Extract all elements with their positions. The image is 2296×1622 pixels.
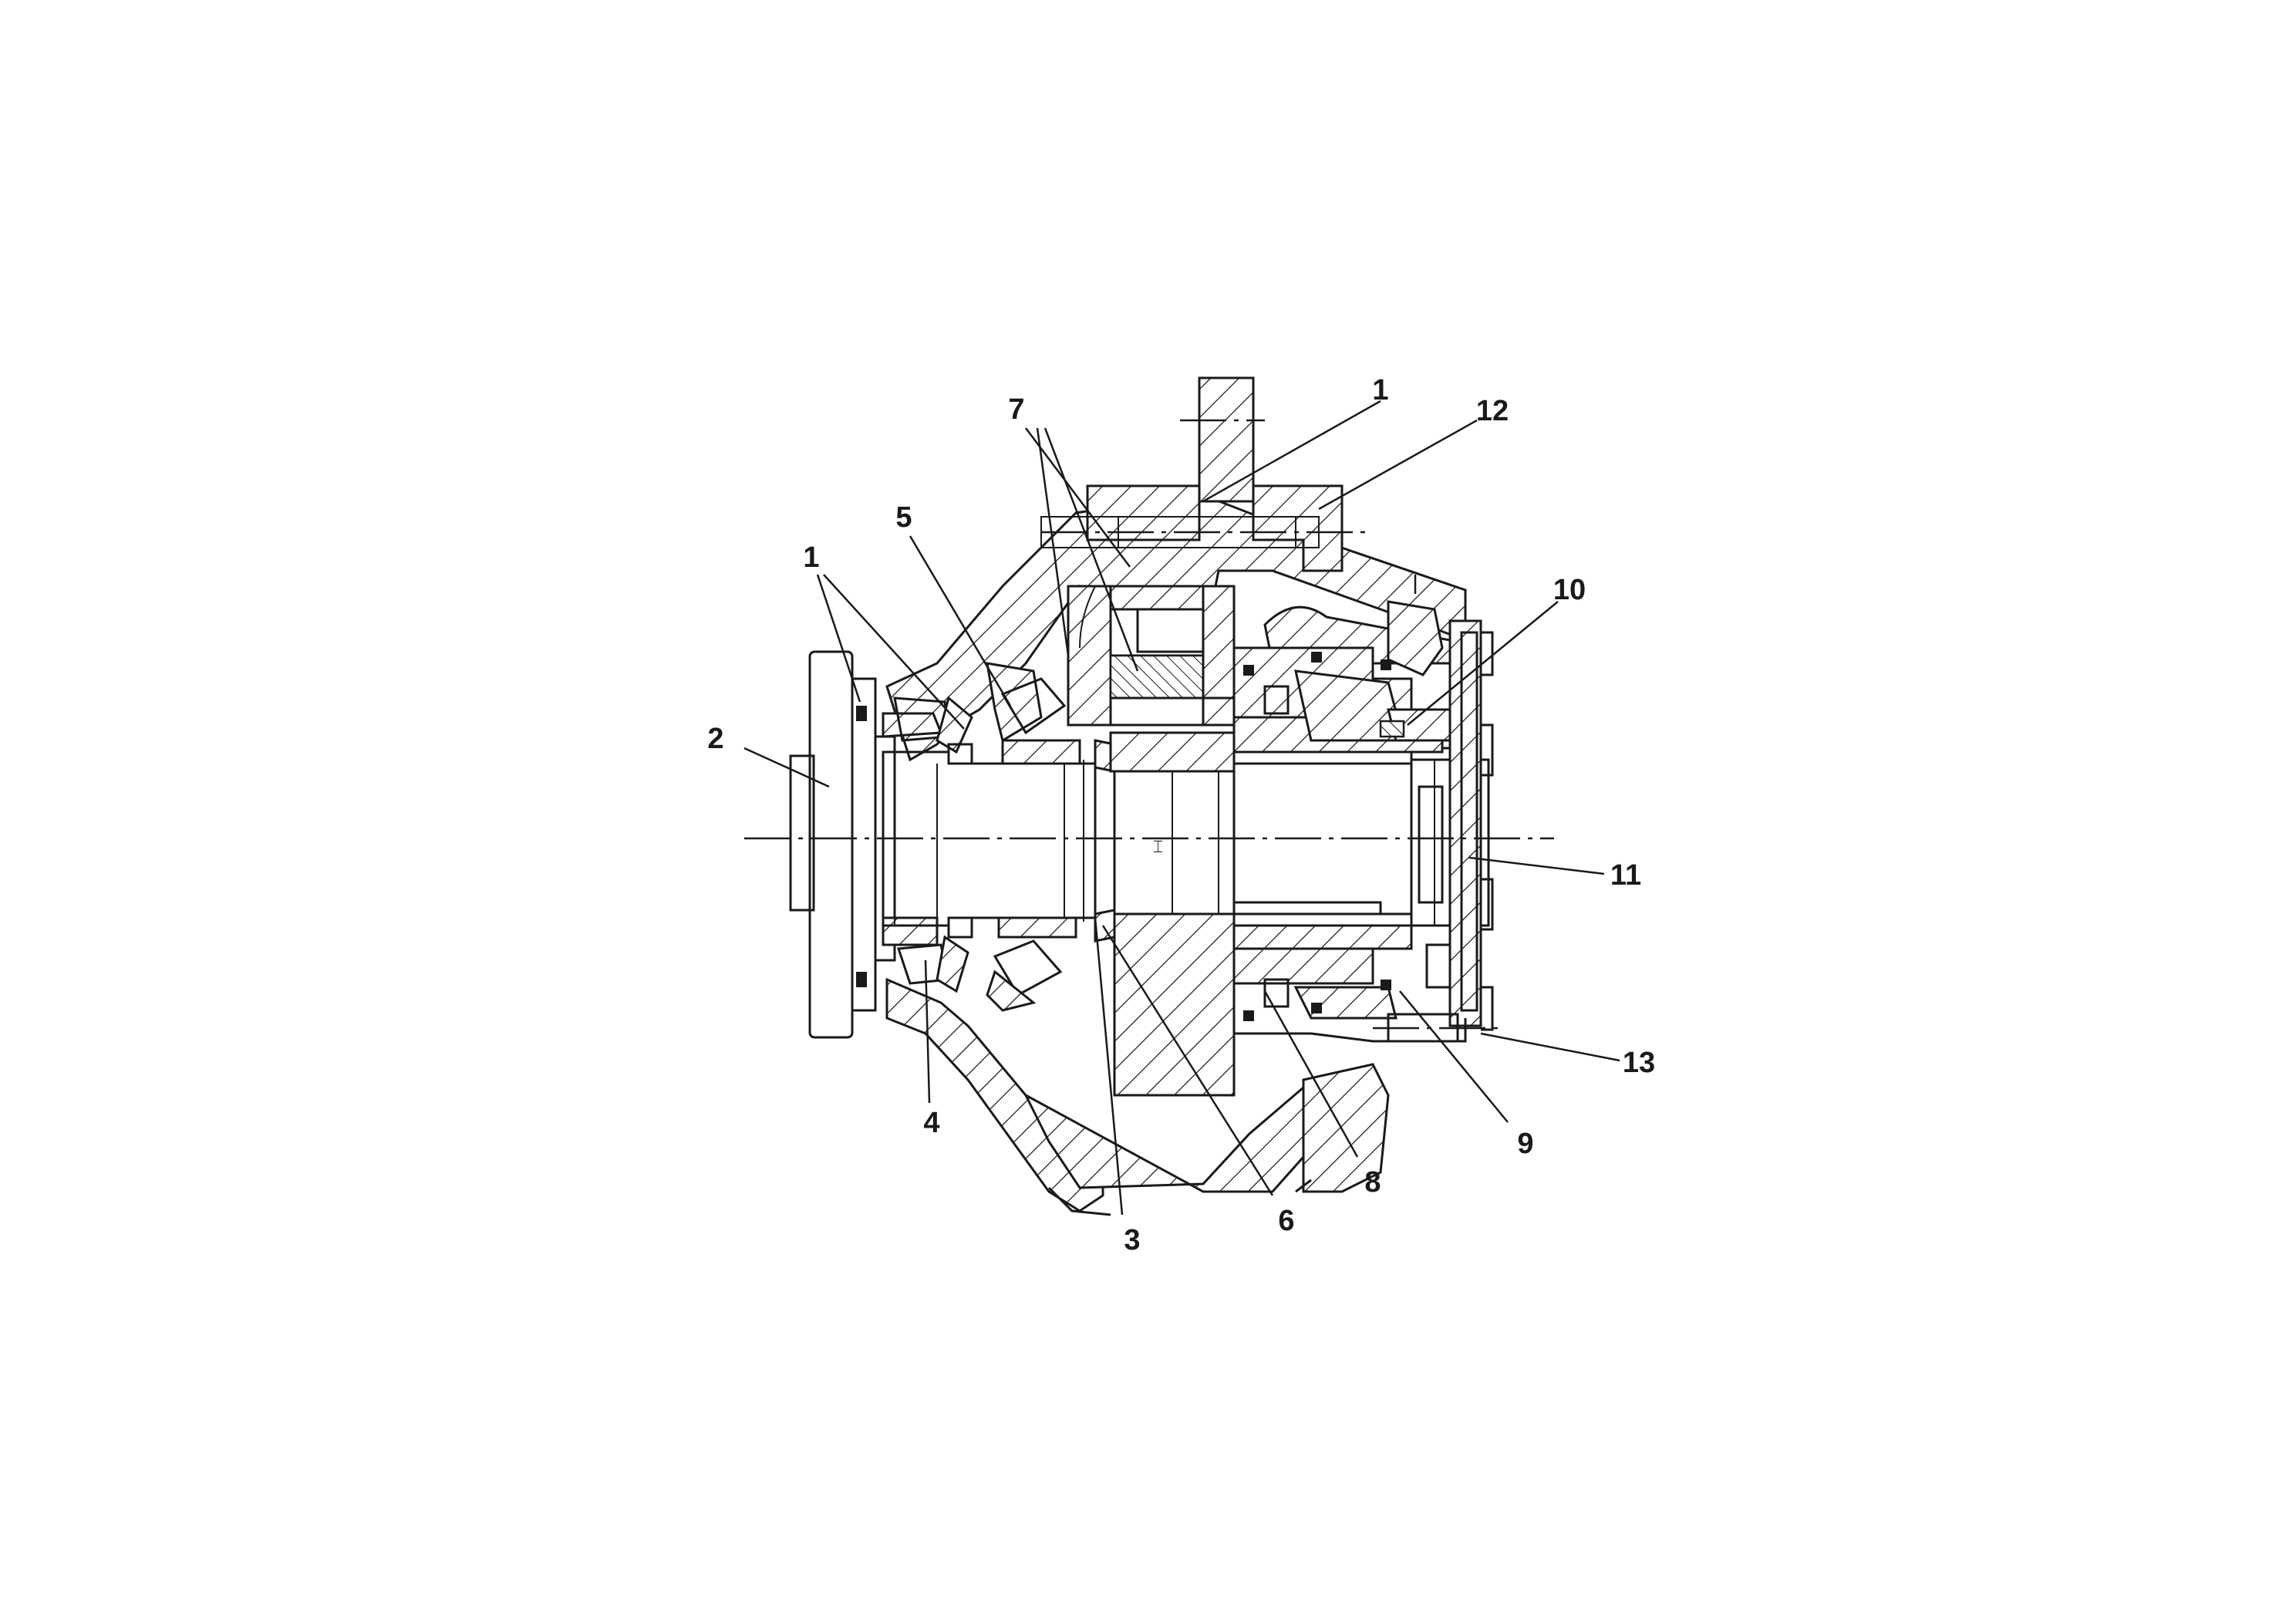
output-flange <box>789 650 896 1039</box>
callout-5: 5 <box>895 501 912 534</box>
intermediate-gear <box>1067 585 1236 727</box>
callout-8: 8 <box>1364 1166 1381 1199</box>
tie-bolt <box>1040 516 1320 548</box>
callout-2: 2 <box>707 723 723 755</box>
callout-11: 11 <box>1610 859 1641 892</box>
leader-lines <box>743 400 1620 1216</box>
callout-13: 13 <box>1623 1047 1655 1079</box>
callout-12: 12 <box>1476 395 1509 427</box>
inner-bearing <box>986 662 1081 1012</box>
spacer-rings <box>947 739 1116 943</box>
callout-3: 3 <box>1124 1224 1140 1256</box>
svg-text:⌶: ⌶ <box>1153 837 1163 856</box>
callout-1-top: 1 <box>1372 374 1388 406</box>
callout-labels: 1 12 7 5 1 10 2 11 13 4 9 8 6 3 <box>707 374 1655 1256</box>
callout-10: 10 <box>1553 574 1586 606</box>
housing <box>885 492 1467 1216</box>
upper-mounting-flange <box>1041 376 1365 572</box>
callout-6: 6 <box>1278 1205 1294 1237</box>
main-gear: ⌶ <box>1109 731 1382 1097</box>
callout-4: 4 <box>923 1107 939 1139</box>
breather-plug <box>1387 575 1444 676</box>
callout-9: 9 <box>1517 1128 1533 1160</box>
input-bearing-carrier <box>1232 646 1467 1021</box>
callout-7: 7 <box>1008 393 1024 426</box>
end-cover <box>1234 619 1504 1043</box>
callout-1-left: 1 <box>803 541 819 574</box>
